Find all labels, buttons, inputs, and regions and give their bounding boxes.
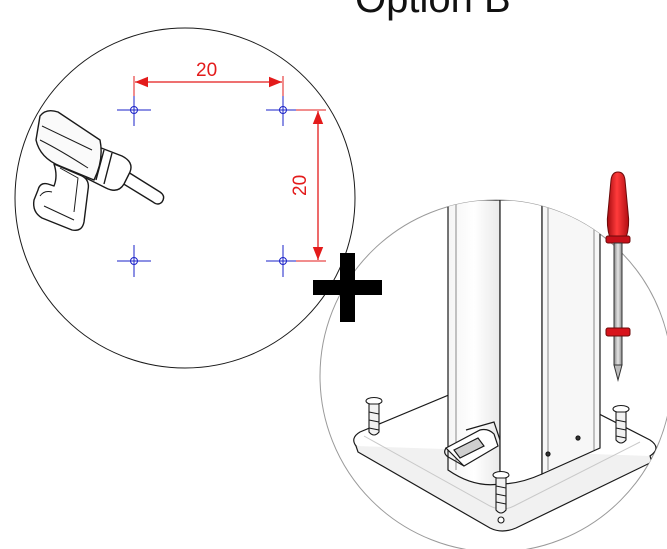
- screw-front: [492, 470, 510, 524]
- drill-marks: [117, 94, 300, 277]
- page-title: Option B: [355, 0, 511, 21]
- drill-mark-top-right: [266, 94, 300, 126]
- drill-detail-view: 20 20: [14, 27, 356, 369]
- drill-mark-bottom-left: [117, 245, 151, 277]
- plus-icon: [313, 253, 382, 322]
- drill-mark-top-left: [117, 94, 151, 126]
- dimension-vertical-label: 20: [290, 175, 311, 196]
- drill-mark-bottom-right: [266, 245, 300, 277]
- screwdriver-icon: [605, 171, 631, 382]
- dimension-horizontal-label: 20: [196, 60, 217, 81]
- dimension-vertical: [296, 109, 326, 262]
- screw-right: [612, 404, 630, 444]
- post-detail-view: [319, 171, 667, 549]
- screw-left: [365, 396, 383, 436]
- post: [447, 200, 601, 486]
- detail-circle-top: [14, 27, 356, 369]
- dimension-horizontal: [133, 76, 284, 96]
- drill-icon: [32, 109, 165, 232]
- foot-pedal: [444, 421, 501, 467]
